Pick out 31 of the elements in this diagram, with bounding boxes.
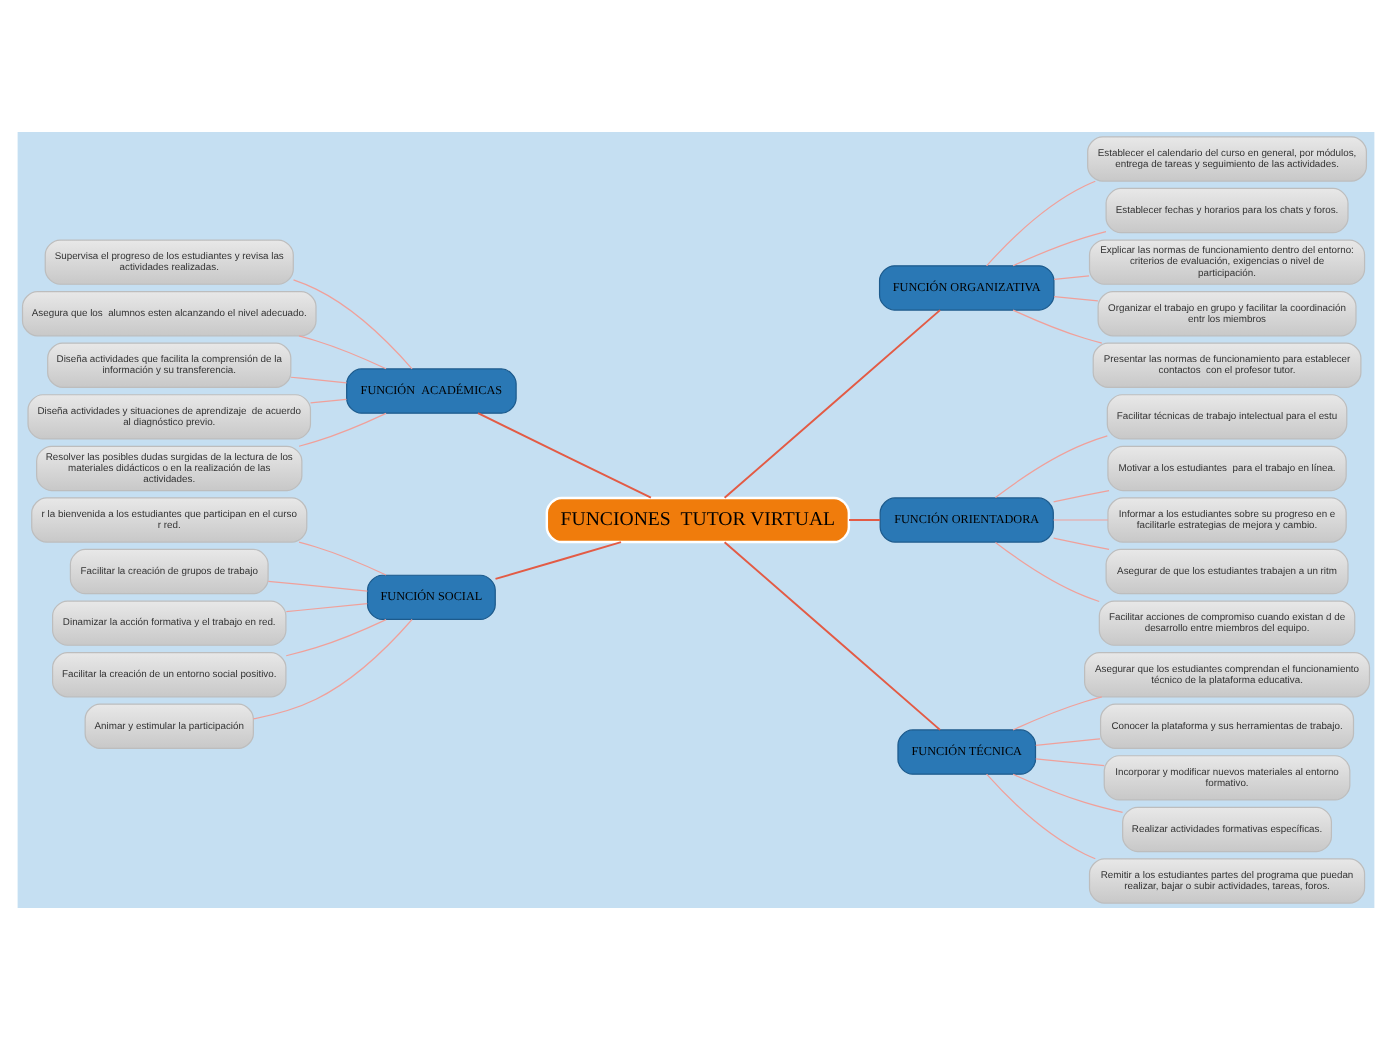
connector — [1053, 537, 1110, 551]
connector — [1012, 696, 1103, 731]
connector — [477, 412, 652, 499]
connector — [1035, 738, 1101, 746]
connector — [267, 580, 369, 592]
connector — [994, 541, 1100, 603]
connector — [994, 435, 1108, 499]
connector — [1012, 773, 1124, 813]
connector — [252, 618, 413, 720]
connector — [1012, 309, 1103, 344]
connector — [1053, 489, 1110, 503]
connector — [292, 279, 413, 370]
node-box: FUNCIONES TUTOR VIRTUAL — [545, 496, 851, 544]
connector — [298, 335, 387, 370]
connector — [1012, 231, 1107, 267]
connector — [1053, 295, 1099, 302]
connector — [985, 180, 1096, 267]
connector — [309, 398, 348, 404]
connector — [848, 519, 881, 521]
connector — [985, 773, 1096, 860]
connector — [723, 541, 942, 731]
connector — [298, 412, 387, 447]
connector — [723, 309, 942, 499]
connector — [1035, 758, 1105, 767]
connector — [1052, 519, 1109, 521]
connector — [290, 376, 348, 384]
connector — [1053, 275, 1090, 280]
connector — [285, 619, 387, 657]
connector — [285, 603, 368, 613]
connector — [298, 541, 387, 576]
connector — [494, 541, 622, 580]
